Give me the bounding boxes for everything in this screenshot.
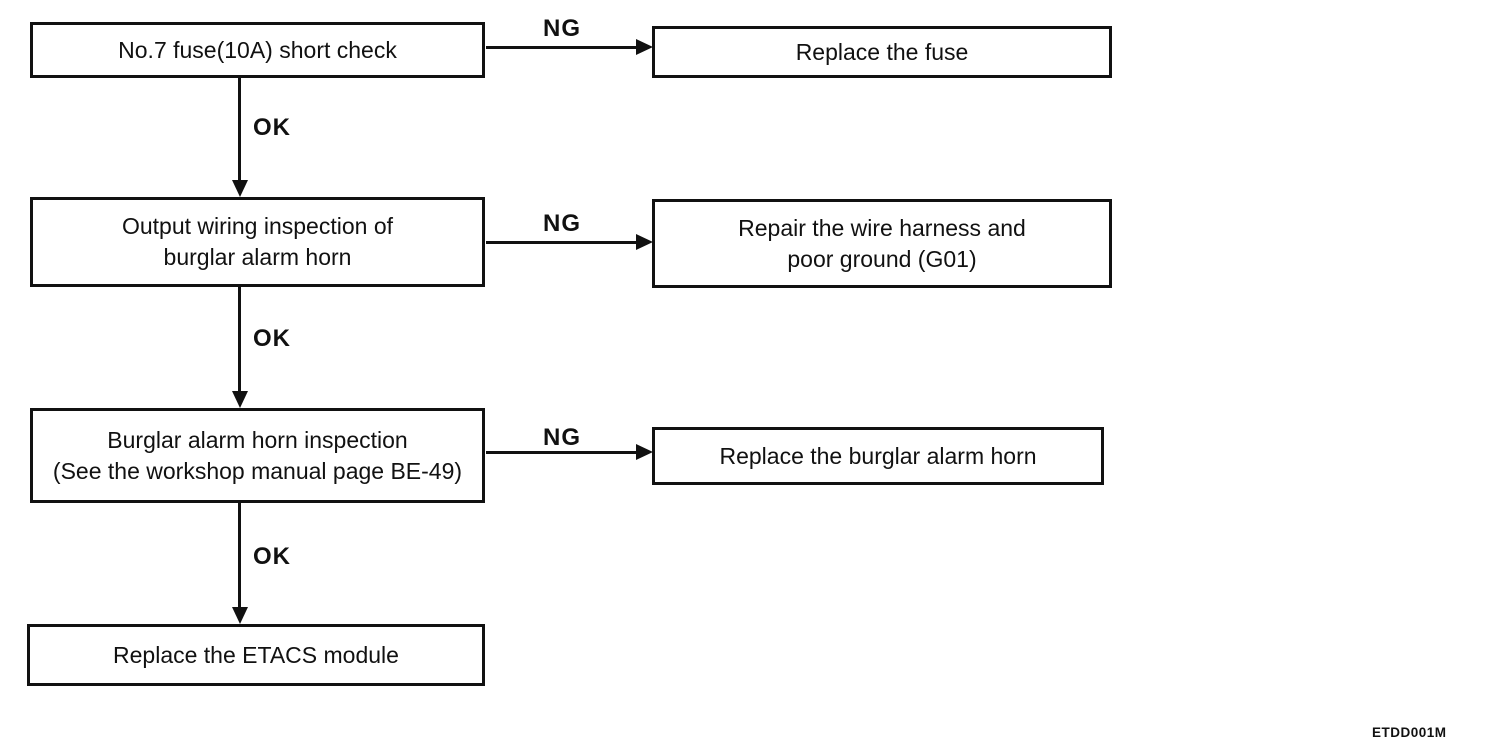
flow-box-step-3-text-line-2: (See the workshop manual page BE-49) [52, 457, 463, 484]
flow-box-step-4-replace-etacs: Replace the ETACS module [27, 624, 485, 686]
ng-label-1: NG [543, 15, 581, 42]
flow-box-action-replace-horn: Replace the burglar alarm horn [652, 427, 1104, 485]
ng-label-2: NG [543, 210, 581, 237]
ng-connector-line-3 [486, 451, 638, 454]
ok-connector-line-2 [238, 287, 241, 393]
flow-box-action-repair-harness: Repair the wire harness and poor ground … [652, 199, 1112, 288]
action-2-text-line-2: poor ground (G01) [787, 245, 977, 272]
flow-box-step-4-text: Replace the ETACS module [113, 641, 399, 668]
ng-connector-line-1 [486, 46, 638, 49]
flow-box-step-3-text-line-1: Burglar alarm horn inspection [107, 426, 408, 453]
ok-label-1: OK [253, 114, 291, 141]
flow-box-step-3-horn-inspection: Burglar alarm horn inspection (See the w… [30, 408, 485, 503]
ok-arrowhead-icon-1 [232, 180, 248, 197]
ng-label-3: NG [543, 424, 581, 451]
figure-code: ETDD001M [1372, 725, 1447, 740]
ng-arrowhead-icon-3 [636, 444, 653, 460]
action-1-text: Replace the fuse [795, 38, 969, 65]
ok-label-2: OK [253, 325, 291, 352]
ok-arrowhead-icon-2 [232, 391, 248, 408]
flow-box-step-2-text-line-2: burglar alarm horn [163, 244, 352, 270]
action-2-text-line-1: Repair the wire harness and [738, 214, 1026, 241]
ok-connector-line-1 [238, 78, 241, 182]
ok-label-3: OK [253, 543, 291, 570]
flow-box-step-2-output-wiring: Output wiring inspection of burglar alar… [30, 197, 485, 287]
flow-box-step-1-fuse-check: No.7 fuse(10A) short check [30, 22, 485, 78]
ng-connector-line-2 [486, 241, 638, 244]
flow-box-step-1-text: No.7 fuse(10A) short check [118, 36, 397, 63]
flow-box-action-replace-fuse: Replace the fuse [652, 26, 1112, 78]
flow-box-step-2-text-line-1: Output wiring inspection of [121, 213, 394, 239]
ok-arrowhead-icon-3 [232, 607, 248, 624]
ng-arrowhead-icon-1 [636, 39, 653, 55]
ng-arrowhead-icon-2 [636, 234, 653, 250]
ok-connector-line-3 [238, 503, 241, 609]
action-3-text: Replace the burglar alarm horn [719, 442, 1037, 469]
